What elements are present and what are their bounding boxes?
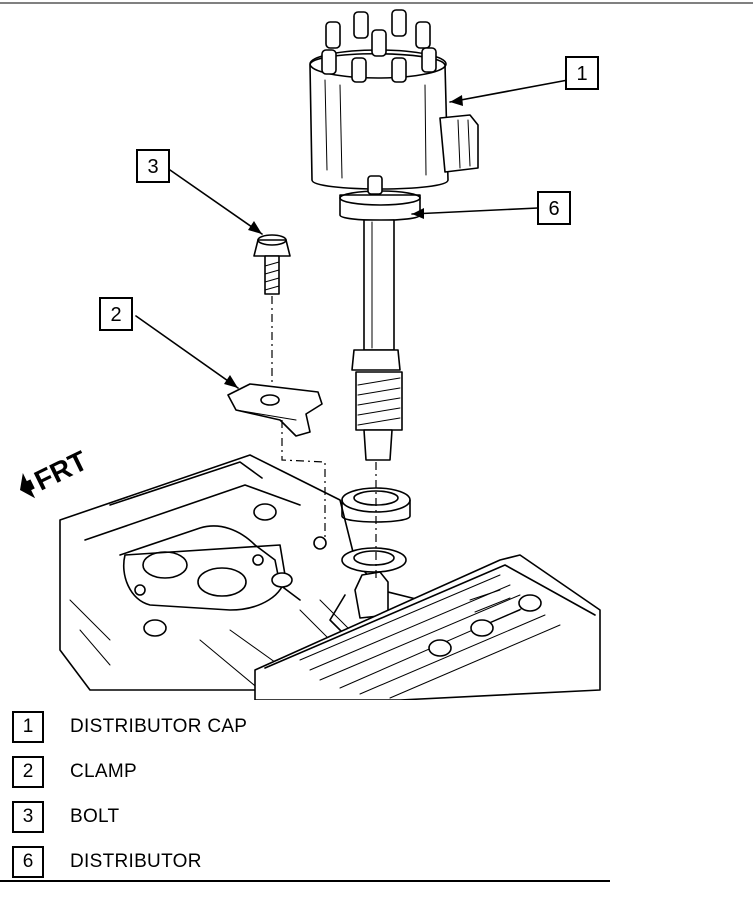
bolt — [253, 234, 291, 295]
bottom-rule — [0, 880, 610, 882]
manifold-bolt — [143, 619, 167, 637]
spark-plug-towers — [321, 9, 437, 83]
valve-cover-bolt — [428, 639, 452, 657]
legend-item: 2 CLAMP — [12, 749, 612, 794]
front-marker: FRT — [20, 445, 93, 499]
callout-1: 1 — [565, 56, 599, 90]
legend-item: 3 BOLT — [12, 794, 612, 839]
distributor-shaft — [363, 219, 395, 351]
legend-label: DISTRIBUTOR CAP — [70, 715, 248, 737]
distributor-assembly — [309, 9, 479, 461]
callout-3: 3 — [136, 149, 170, 183]
callout-label: 3 — [147, 156, 158, 178]
legend-item: 1 DISTRIBUTOR CAP — [12, 704, 612, 749]
valve-cover-bolt — [518, 594, 542, 612]
front-label: FRT — [30, 445, 93, 497]
valve-cover-bolt — [470, 619, 494, 637]
leader-lines — [135, 79, 569, 389]
legend-item: 6 DISTRIBUTOR — [12, 839, 612, 884]
distributor-exploded-diagram: 1 6 3 2 FRT — [0, 2, 753, 700]
callout-6: 6 — [537, 191, 571, 225]
intake-port — [197, 567, 247, 597]
valve-cover — [254, 554, 601, 700]
legend-label: CLAMP — [70, 760, 137, 782]
callout-label: 1 — [576, 63, 587, 85]
parts-legend: 1 DISTRIBUTOR CAP 2 CLAMP 3 BOLT 6 DISTR… — [12, 704, 612, 884]
legend-label: BOLT — [70, 805, 120, 827]
legend-number: 3 — [12, 800, 44, 833]
callout-label: 6 — [548, 198, 559, 220]
legend-number: 1 — [12, 710, 44, 743]
legend-number: 2 — [12, 755, 44, 788]
intake-port — [142, 551, 188, 579]
legend-label: DISTRIBUTOR — [70, 850, 202, 872]
manifold-bolt — [253, 503, 277, 521]
distributor-boss — [329, 571, 389, 641]
callout-2: 2 — [99, 297, 133, 331]
legend-number: 6 — [12, 845, 44, 878]
clamp — [227, 383, 323, 437]
clamp-alignment-line — [281, 420, 326, 540]
front-arrow-icon — [20, 473, 36, 499]
distributor-cap — [309, 53, 449, 190]
callout-label: 2 — [110, 304, 121, 326]
manifold-bolt — [271, 572, 293, 588]
